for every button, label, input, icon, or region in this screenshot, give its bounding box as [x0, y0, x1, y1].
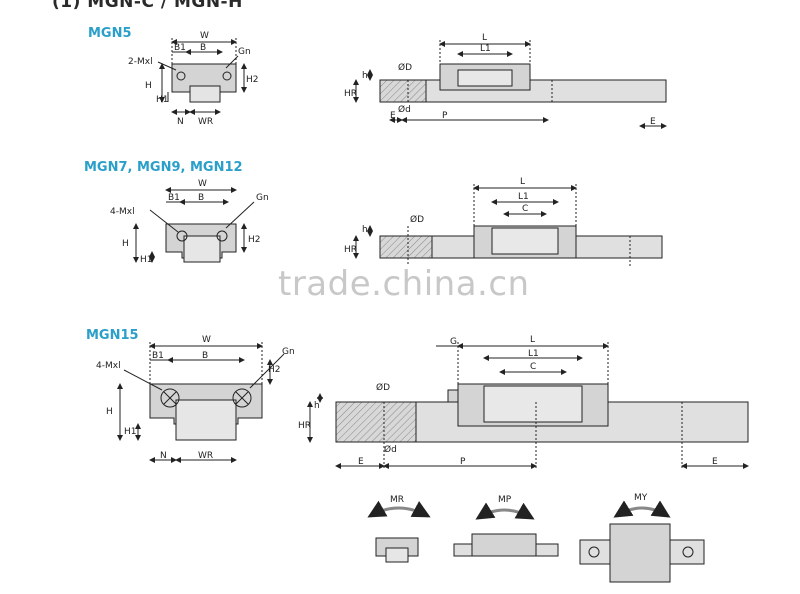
mgn15-label-l1: L1 — [528, 349, 539, 359]
mgn15-label-h: H — [106, 407, 113, 417]
moment-mp — [453, 502, 559, 557]
moment-label-my: MY — [634, 493, 648, 503]
mgn7-label-h2: H2 — [248, 235, 261, 245]
mgn5-label-hr: HR — [344, 89, 357, 99]
mgn7-label-h1: H1 — [140, 255, 153, 265]
mgn7-label-c: C — [522, 204, 528, 214]
mgn5-label-e: E — [390, 111, 396, 121]
mgn5-label-b: B — [200, 43, 206, 53]
mgn5-label-b1: B1 — [174, 43, 186, 53]
mgn15-label-b: B — [202, 351, 208, 361]
mgn5-label-h1: H1 — [156, 95, 169, 105]
mgn15-label-b1: B1 — [152, 351, 164, 361]
page-title: (1) MGN-C / MGN-H — [52, 0, 243, 12]
mgn7-rail — [183, 235, 221, 263]
mgn5-label-side-h: h — [362, 71, 368, 81]
mgn15-label-wr: WR — [198, 451, 213, 461]
mgn15-ball-right — [232, 388, 252, 408]
mgn5-label-w: W — [200, 31, 209, 41]
mgn5-label-l1: L1 — [480, 44, 491, 54]
mgn7-label-b1: B1 — [168, 193, 180, 203]
mgn15-label-e2: E — [712, 457, 718, 467]
mgn5-label-l: L — [482, 33, 487, 43]
mgn15-label-gn: Gn — [282, 347, 295, 357]
mgn15-label-c: C — [530, 362, 536, 372]
mgn15-label-hr: HR — [298, 421, 311, 431]
mgn15-label-small-d: Ød — [384, 444, 397, 455]
mgn15-title: MGN15 — [86, 328, 139, 343]
mgn5-side-section — [379, 79, 427, 103]
mgn7-title: MGN7, MGN9, MGN12 — [84, 160, 243, 175]
mgn7-side-section — [379, 235, 433, 259]
mgn5-label-e2: E — [650, 117, 656, 127]
mgn7-label-hr: HR — [344, 245, 357, 255]
mgn15-label-mxl: 4-Mxl — [96, 361, 121, 371]
mgn15-label-d: ØD — [376, 382, 390, 393]
mgn5-label-mxl: 2-Mxl — [128, 57, 153, 67]
mgn5-side-view — [353, 40, 667, 129]
mgn5-label-gn: Gn — [238, 47, 251, 57]
mgn15-side-section — [335, 401, 417, 443]
mgn7-label-side-h: h — [362, 225, 368, 235]
mgn7-label-l: L — [520, 177, 525, 187]
mgn5-label-small-d: Ød — [398, 104, 411, 115]
mgn7-label-gn: Gn — [256, 193, 269, 203]
mgn15-label-side-h: h — [314, 401, 320, 411]
mgn5-label-h2: H2 — [246, 75, 259, 85]
mgn5-label-d: ØD — [398, 62, 412, 73]
mgn15-label-h1: H1 — [124, 427, 137, 437]
mgn15-label-p: P — [460, 457, 466, 467]
mgn15-label-h2: H2 — [268, 365, 281, 375]
mgn15-side-view — [307, 342, 749, 470]
watermark: trade.china.cn — [278, 264, 530, 304]
mgn7-ball-left — [176, 230, 188, 242]
mgn7-side-view — [353, 184, 663, 266]
mgn5-label-n: N — [177, 117, 184, 127]
mgn5-label-p: P — [442, 111, 448, 121]
moment-label-mp: MP — [498, 495, 512, 505]
mgn5-ball-left — [176, 71, 186, 81]
mgn7-label-h: H — [122, 239, 129, 249]
mgn7-label-l1: L1 — [518, 192, 529, 202]
mgn15-label-g: G — [450, 337, 457, 347]
mgn5-front-view — [157, 38, 247, 115]
mgn15-label-l: L — [530, 335, 535, 345]
mgn5-label-h: H — [145, 81, 152, 91]
mgn15-label-e: E — [358, 457, 364, 467]
mgn5-rail — [189, 85, 221, 103]
moment-mr — [367, 500, 431, 563]
mgn15-label-w: W — [202, 335, 211, 345]
mgn5-ball-right — [222, 71, 232, 81]
mgn15-front-view — [117, 342, 285, 463]
mgn7-front-view — [133, 187, 255, 263]
mgn15-ball-left — [160, 388, 180, 408]
mgn15-label-n: N — [160, 451, 167, 461]
mgn5-title: MGN5 — [88, 26, 132, 41]
mgn7-label-d: ØD — [410, 214, 424, 225]
mgn7-label-w: W — [198, 179, 207, 189]
mgn5-label-wr: WR — [198, 117, 213, 127]
moment-my — [579, 500, 705, 583]
moment-label-mr: MR — [390, 495, 404, 505]
mgn15-rail — [175, 399, 237, 441]
mgn7-label-mxl: 4-Mxl — [110, 207, 135, 217]
mgn7-ball-right — [216, 230, 228, 242]
mgn7-label-b: B — [198, 193, 204, 203]
